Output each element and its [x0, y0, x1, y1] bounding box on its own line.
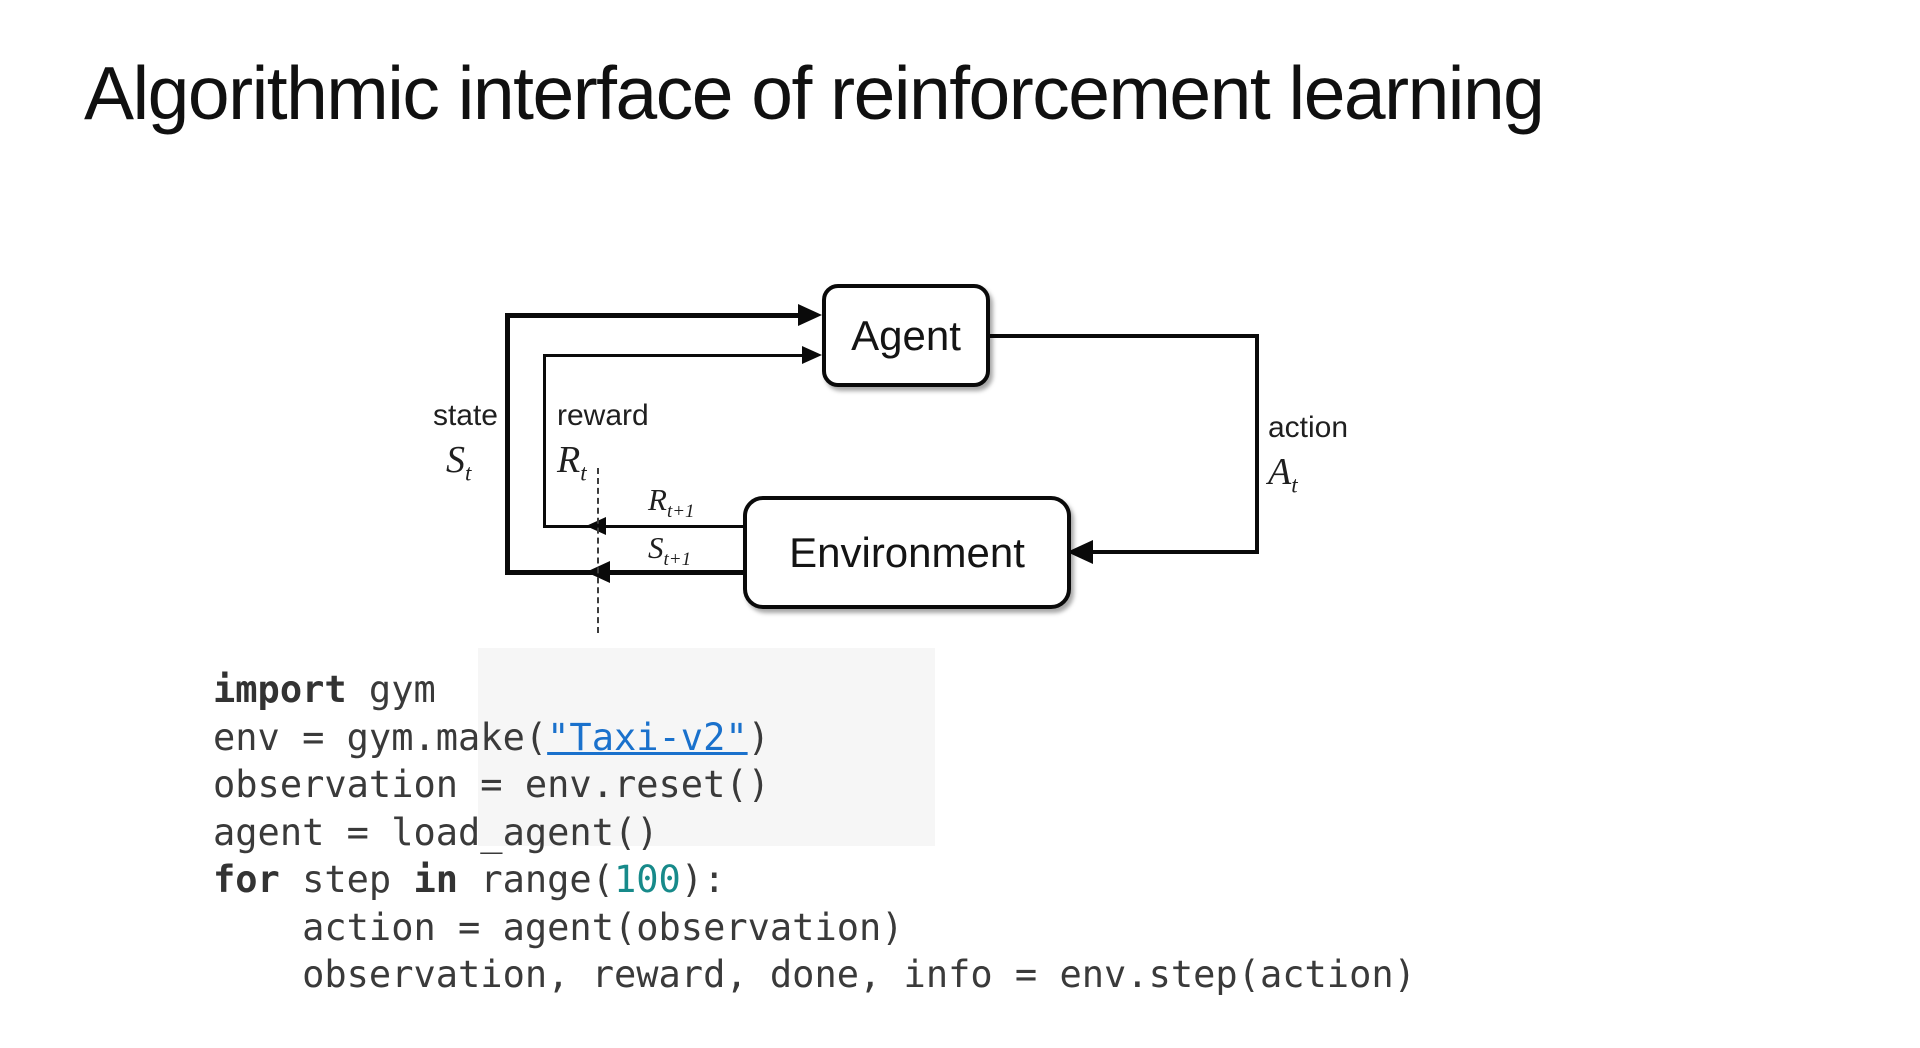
code-token: action = agent(observation)	[213, 905, 904, 949]
code-token: gym	[346, 668, 436, 711]
action-label: action	[1268, 411, 1349, 444]
next-reward-symbol: Rt+1	[648, 482, 695, 523]
next-reward-line-bottom	[543, 525, 743, 528]
code-line: env = gym.make("Taxi-v2")	[213, 714, 1416, 762]
reward-line-top	[543, 354, 802, 357]
code-line: for step in range(100):	[213, 856, 1416, 904]
timestep-dashed-line	[597, 468, 599, 633]
code-token: import	[213, 668, 347, 711]
state-line-top	[505, 313, 800, 318]
code-token: )	[747, 715, 770, 759]
state-line-left	[505, 313, 510, 575]
action-arrowhead-into-environment-icon	[1067, 540, 1093, 564]
reward-line-left	[543, 354, 546, 528]
code-line: import gym	[213, 666, 1416, 714]
next-state-symbol: St+1	[648, 530, 692, 571]
code-token: agent = load_agent()	[213, 810, 659, 854]
action-line-bottom	[1090, 550, 1259, 554]
reward-label: reward	[557, 399, 649, 432]
code-line: action = agent(observation)	[213, 904, 1416, 952]
slide-title: Algorithmic interface of reinforcement l…	[84, 51, 1545, 135]
taxi-v2-link[interactable]: "Taxi-v2"	[547, 715, 748, 759]
code-token: range(	[458, 858, 614, 901]
state-arrowhead-into-agent-icon	[798, 304, 822, 326]
action-symbol: At	[1268, 451, 1298, 498]
agent-box: Agent	[822, 284, 990, 387]
code-background-artifact	[478, 648, 935, 846]
code-token: 100	[613, 858, 681, 901]
code-line: observation, reward, done, info = env.st…	[213, 951, 1416, 999]
code-token: for	[213, 858, 280, 901]
next-state-line-bottom	[505, 570, 743, 575]
code-token: observation = env.reset()	[213, 763, 770, 806]
code-line: observation = env.reset()	[213, 761, 1416, 809]
environment-box: Environment	[743, 496, 1071, 609]
code-token: observation, reward, done, info = env.st…	[213, 953, 1416, 996]
code-token: ):	[680, 858, 726, 901]
action-line-right	[1255, 334, 1259, 554]
code-line: agent = load_agent()	[213, 809, 1416, 857]
environment-box-label: Environment	[789, 528, 1025, 576]
state-symbol: St	[446, 439, 472, 486]
agent-box-label: Agent	[851, 311, 961, 359]
state-label: state	[432, 399, 498, 432]
reward-symbol: Rt	[557, 439, 587, 486]
code-token: env = gym.make(	[213, 715, 548, 759]
reward-arrowhead-into-agent-icon	[802, 346, 822, 364]
next-reward-arrowhead-icon	[586, 517, 606, 535]
action-line-top	[982, 334, 1259, 338]
code-token: step	[279, 858, 414, 901]
code-token: in	[413, 858, 459, 901]
